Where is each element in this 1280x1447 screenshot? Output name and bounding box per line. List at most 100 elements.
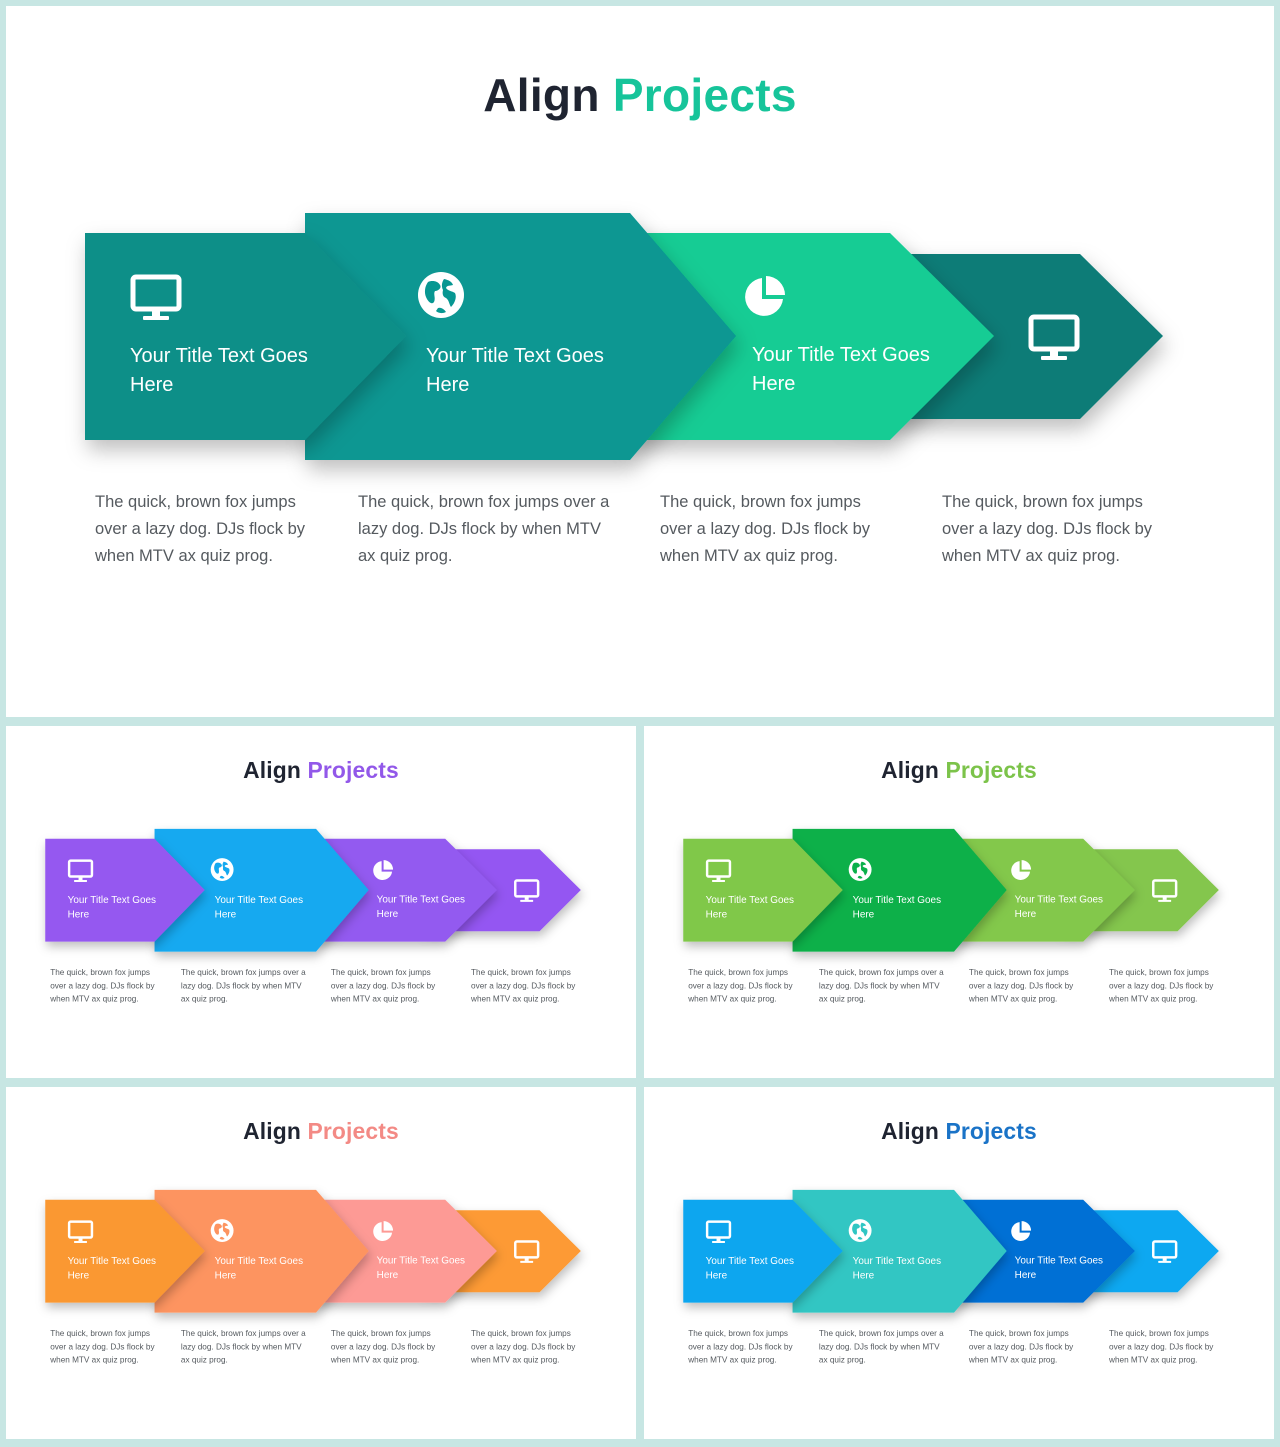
arrow-step-2 [792,828,1007,952]
step-1-title: Your Title Text Goes Here [67,894,156,920]
slide-content: Align Projects Your Title Text Goes Here… [644,726,1274,1078]
arrow-step-3 [952,1199,1135,1303]
arrow-step-1 [45,1199,205,1303]
step-3-title: Your Title Text Goes Here [1014,1254,1104,1281]
globe-icon [848,1218,873,1245]
title-word-projects: Projects [307,1118,399,1145]
monitor-icon [514,879,540,905]
step-3-title: Your Title Text Goes Here [376,1254,466,1281]
arrow-step-3 [314,838,497,942]
arrow-step-1 [45,838,205,942]
step-4-description: The quick, brown fox jumps over a lazy d… [1109,1328,1214,1365]
globe-continents [424,279,456,314]
step-2-description: The quick, brown fox jumps over a lazy d… [180,1328,306,1365]
arrow-flow-diagram [45,828,581,952]
slide-orange: Align Projects Your Title Text Goes Here… [6,1087,636,1439]
title-word-projects: Projects [612,69,797,121]
slide-title: Align Projects [644,757,1274,784]
monitor-icon [67,1220,94,1246]
arrow-step-3 [952,838,1135,942]
monitor-icon [705,1220,732,1246]
arrow-step-2 [792,1189,1007,1313]
step-1-title: Your Title Text Goes Here [705,1255,794,1281]
slide-content: Align Projects Your Title Text Goes Here… [6,6,1274,717]
arrow-flow-diagram [683,1189,1219,1313]
monitor-icon [130,274,182,327]
title-word-projects: Projects [307,757,399,784]
slide-content: Align Projects Your Title Text Goes Here… [6,726,636,1078]
step-2-title: Your Title Text Goes Here [852,894,942,920]
globe-icon [416,270,466,325]
step-1-title: Your Title Text Goes Here [130,345,308,396]
step-1-title: Your Title Text Goes Here [705,894,794,920]
step-3-description: The quick, brown fox jumps over a lazy d… [968,1328,1074,1365]
slide-content: Align Projects Your Title Text Goes Here… [644,1087,1274,1439]
step-1-description: The quick, brown fox jumps over a lazy d… [95,493,306,565]
pie-chart-icon [371,859,394,884]
arrow-step-1 [683,1199,843,1303]
slide-green: Align Projects Your Title Text Goes Here… [644,726,1274,1078]
title-word-align: Align [243,1118,301,1145]
step-2-title: Your Title Text Goes Here [852,1255,942,1281]
arrow-flow-diagram [85,213,1163,460]
step-3-title: Your Title Text Goes Here [752,344,930,395]
slide-main-teal: Align Projects Your Title Text Goes Here… [6,6,1274,717]
globe-continents [214,861,230,879]
title-word-align: Align [243,757,301,784]
arrow-step-3 [314,1199,497,1303]
slide-title: Align Projects [644,1118,1274,1145]
arrow-step-1 [85,233,406,440]
title-word-projects: Projects [945,757,1037,784]
pie-chart-icon [1009,859,1032,884]
pie-chart-icon [371,1220,394,1245]
step-3-description: The quick, brown fox jumps over a lazy d… [330,967,436,1004]
arrow-flow-diagram [45,1189,581,1313]
step-2-description: The quick, brown fox jumps over a lazy d… [818,967,944,1004]
step-4-description: The quick, brown fox jumps over a lazy d… [1109,967,1214,1004]
step-2-title: Your Title Text Goes Here [426,345,604,396]
arrow-step-1 [683,838,843,942]
slide-title: Align Projects [6,1118,636,1145]
step-1-title: Your Title Text Goes Here [67,1255,156,1281]
title-word-align: Align [881,1118,939,1145]
title-word-align: Align [483,69,600,121]
globe-continents [852,861,868,879]
step-4-description: The quick, brown fox jumps over a lazy d… [471,1328,576,1365]
slide-blue: Align Projects Your Title Text Goes Here… [644,1087,1274,1439]
globe-icon [210,857,235,884]
pie-chart-icon [741,274,787,325]
step-3-title: Your Title Text Goes Here [376,893,466,920]
arrow-step-2 [154,1189,369,1313]
arrow-step-2 [305,213,736,460]
monitor-icon [514,1240,540,1266]
monitor-icon [1028,314,1080,367]
step-3-description: The quick, brown fox jumps over a lazy d… [968,967,1074,1004]
step-4-description: The quick, brown fox jumps over a lazy d… [942,493,1153,565]
globe-continents [852,1222,868,1240]
globe-icon [848,857,873,884]
step-2-description: The quick, brown fox jumps over a lazy d… [180,967,306,1004]
monitor-icon [1152,1240,1178,1266]
title-word-projects: Projects [945,1118,1037,1145]
step-3-description: The quick, brown fox jumps over a lazy d… [330,1328,436,1365]
step-2-title: Your Title Text Goes Here [214,1255,304,1281]
step-1-description: The quick, brown fox jumps over a lazy d… [688,967,793,1004]
step-4-description: The quick, brown fox jumps over a lazy d… [471,967,576,1004]
step-1-description: The quick, brown fox jumps over a lazy d… [50,1328,155,1365]
monitor-icon [67,859,94,885]
arrow-step-3 [626,233,994,440]
arrow-step-2 [154,828,369,952]
pie-chart-icon [1009,1220,1032,1245]
step-1-description: The quick, brown fox jumps over a lazy d… [688,1328,793,1365]
slide-content: Align Projects Your Title Text Goes Here… [6,1087,636,1439]
step-1-description: The quick, brown fox jumps over a lazy d… [50,967,155,1004]
monitor-icon [1152,879,1178,905]
monitor-icon [705,859,732,885]
arrow-flow-diagram [683,828,1219,952]
globe-continents [214,1222,230,1240]
title-word-align: Align [881,757,939,784]
slide-purple: Align Projects Your Title Text Goes Here… [6,726,636,1078]
slide-title: Align Projects [6,757,636,784]
step-2-description: The quick, brown fox jumps over a lazy d… [818,1328,944,1365]
globe-icon [210,1218,235,1245]
